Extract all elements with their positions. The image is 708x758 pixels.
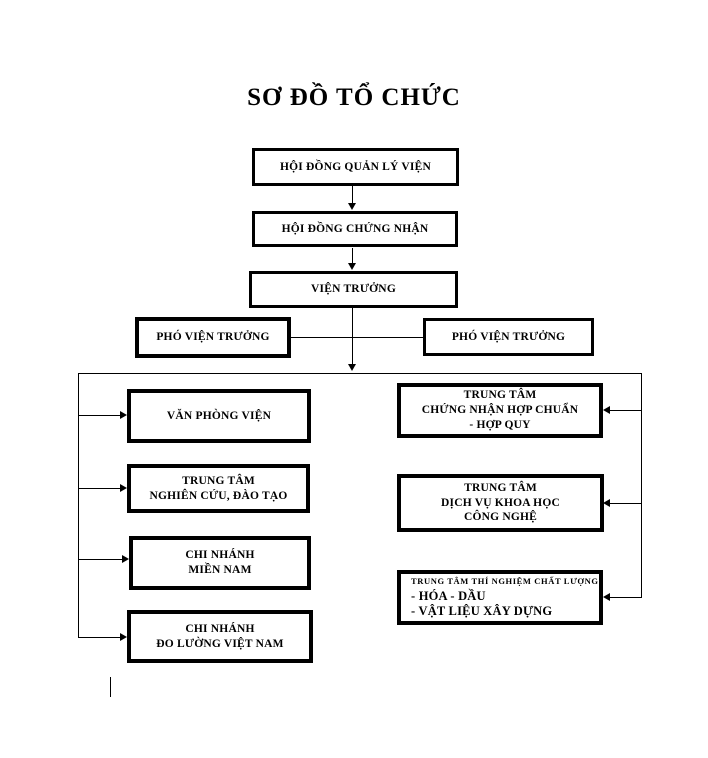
connector-branch-van-phong-line	[78, 415, 121, 416]
arrow-left-icon	[603, 499, 610, 507]
box-label-header: TRUNG TÂM THÍ NGHIỆM CHẤT LƯỢNG	[411, 576, 599, 587]
connector-pho-horizontal-line	[291, 337, 423, 338]
box-label: PHÓ VIỆN TRƯỞNG	[451, 330, 566, 343]
arrow-right-icon	[120, 484, 127, 492]
box-label-line1: CHI NHÁNH	[185, 622, 255, 635]
box-hoi-dong-chung-nhan: HỘI ĐỒNG CHỨNG NHẬN	[252, 211, 458, 247]
box-label-line2: NGHIÊN CỨU, ĐÀO TẠO	[149, 489, 288, 502]
connector-branch-dich-vu-line	[610, 503, 642, 504]
arrow-right-icon	[122, 555, 129, 563]
box-label-line1: TRUNG TÂM	[182, 474, 255, 487]
box-label-line3: - HỢP QUY	[469, 418, 531, 431]
box-trung-tam-dich-vu-khoa-hoc: TRUNG TÂM DỊCH VỤ KHOA HỌC CÔNG NGHỆ	[397, 474, 604, 532]
connector-branch-do-luong-line	[78, 637, 121, 638]
connector-branch-thi-nghiem-line	[610, 597, 642, 598]
connector-right-vertical-line	[641, 373, 642, 598]
box-chi-nhanh-mien-nam: CHI NHÁNH MIỀN NAM	[129, 536, 311, 590]
connector-vientruong-drop-line	[352, 308, 353, 365]
box-label-line1: TRUNG TÂM	[464, 481, 537, 494]
connector-branch-nghien-cuu-line	[78, 488, 121, 489]
stray-mark-line	[110, 677, 111, 697]
arrow-down-icon	[348, 364, 356, 371]
connector-chungnhan-to-vientruong-line	[352, 248, 353, 264]
box-van-phong-vien: VĂN PHÒNG VIỆN	[127, 389, 311, 443]
box-label: HỘI ĐỒNG QUẢN LÝ VIỆN	[280, 160, 431, 173]
connector-branch-chung-nhan-line	[610, 410, 642, 411]
box-label-line2: CHỨNG NHẬN HỢP CHUẨN	[421, 404, 579, 417]
box-label-line2: MIỀN NAM	[188, 564, 252, 576]
box-trung-tam-thi-nghiem-chat-luong: TRUNG TÂM THÍ NGHIỆM CHẤT LƯỢNG - HÓA - …	[397, 570, 603, 625]
box-label: PHÓ VIỆN TRƯỞNG	[156, 331, 270, 344]
connector-quanly-to-chungnhan-line	[352, 186, 353, 204]
page-title: SƠ ĐỒ TỔ CHỨC	[247, 84, 461, 111]
connector-branch-mien-nam-line	[78, 559, 123, 560]
box-label-line2: ĐO LƯỜNG VIỆT NAM	[156, 637, 284, 650]
box-pho-vien-truong-left: PHÓ VIỆN TRƯỞNG	[135, 317, 291, 358]
box-label-item1: - HÓA - DẦU	[411, 588, 486, 603]
box-pho-vien-truong-right: PHÓ VIỆN TRƯỞNG	[423, 318, 594, 356]
connector-left-vertical-line	[78, 373, 79, 638]
box-vien-truong: VIỆN TRƯỞNG	[249, 271, 458, 308]
arrow-right-icon	[120, 633, 127, 641]
box-trung-tam-chung-nhan-hop-chuan: TRUNG TÂM CHỨNG NHẬN HỢP CHUẨN - HỢP QUY	[397, 383, 603, 438]
box-hoi-dong-quan-ly-vien: HỘI ĐỒNG QUẢN LÝ VIỆN	[252, 148, 459, 186]
arrow-left-icon	[603, 406, 610, 414]
box-label-item2: - VẬT LIỆU XÂY DỰNG	[411, 603, 553, 618]
box-label: HỘI ĐỒNG CHỨNG NHẬN	[281, 222, 429, 235]
box-label-line1: CHI NHÁNH	[185, 549, 255, 562]
box-label: VĂN PHÒNG VIỆN	[166, 409, 272, 422]
arrow-down-icon	[348, 263, 356, 270]
box-trung-tam-nghien-cuu-dao-tao: TRUNG TÂM NGHIÊN CỨU, ĐÀO TẠO	[127, 464, 310, 513]
box-label: VIỆN TRƯỞNG	[311, 283, 396, 296]
box-label-line3: CÔNG NGHỆ	[463, 511, 538, 524]
box-chi-nhanh-do-luong-viet-nam: CHI NHÁNH ĐO LƯỜNG VIỆT NAM	[127, 610, 313, 663]
arrow-down-icon	[348, 203, 356, 210]
box-label-line2: DỊCH VỤ KHOA HỌC	[441, 496, 560, 509]
arrow-left-icon	[603, 593, 610, 601]
box-label-line1: TRUNG TÂM	[463, 389, 537, 402]
connector-main-horizontal-line	[78, 373, 642, 374]
arrow-right-icon	[120, 411, 127, 419]
